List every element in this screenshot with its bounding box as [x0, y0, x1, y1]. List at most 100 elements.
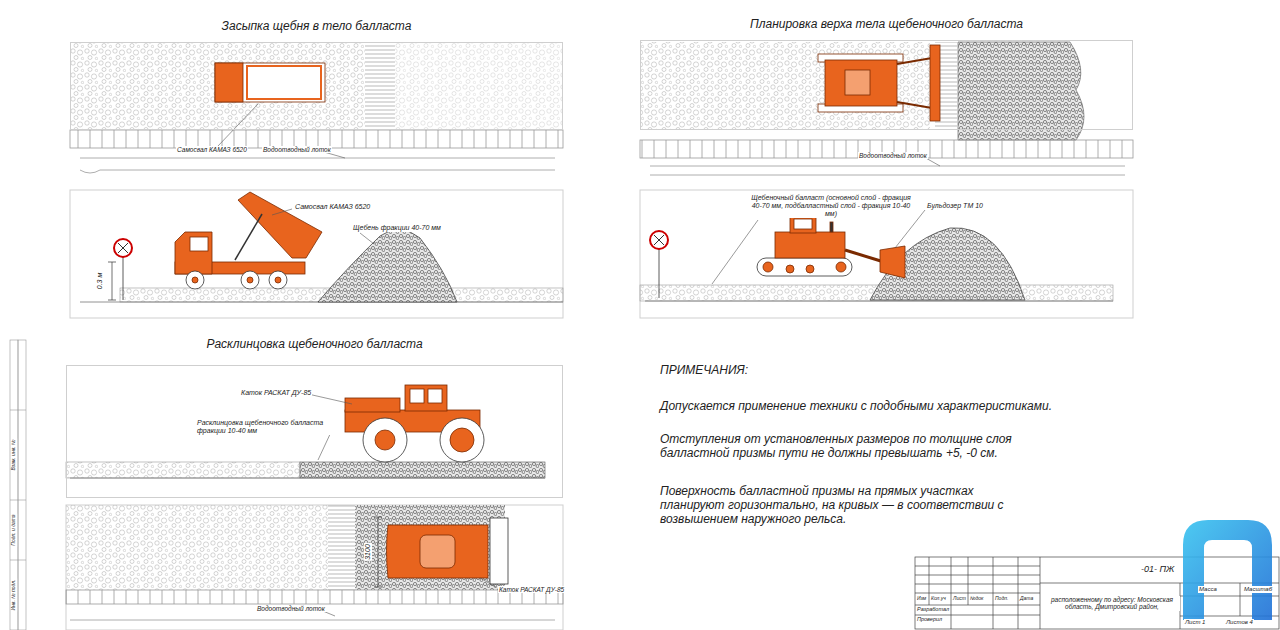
dump-truck-side	[247, 277, 253, 283]
dimension-line	[374, 587, 382, 588]
dump-truck-plan	[247, 66, 321, 99]
view-frame: Засыпка щебня в тело балласта	[70, 42, 563, 130]
ballast-plan	[66, 590, 563, 604]
stop-sign	[118, 243, 128, 253]
ballast-plan	[66, 505, 328, 590]
title-block	[993, 557, 994, 629]
margin-stamp	[10, 560, 26, 561]
note-text: Допускается применение техники с подобны…	[660, 400, 1080, 414]
title-block	[1240, 583, 1241, 616]
bulldozer-side	[845, 250, 884, 262]
bulldozer-plan	[930, 45, 940, 121]
stop-sign	[114, 239, 132, 300]
table-cell: Дата	[1019, 596, 1034, 602]
dump-truck-plan	[215, 63, 325, 102]
gravel-pile	[870, 228, 1025, 300]
callout-label: Бульдозер ТМ 10	[926, 202, 984, 210]
gravel-pile	[318, 229, 457, 302]
margin-stamp	[10, 410, 26, 411]
bulldozer-side	[836, 262, 846, 272]
dimension-label: 3100	[364, 543, 372, 561]
roller-side	[450, 428, 474, 452]
ballast-plan	[395, 42, 563, 130]
dump-truck-side	[269, 271, 287, 289]
panel-frames	[66, 190, 1133, 630]
ballast-plan	[355, 505, 505, 590]
bulldozer-side	[830, 222, 833, 232]
bulldozer-side	[757, 258, 852, 276]
bulldozer-side	[757, 216, 905, 278]
title-block	[915, 566, 1040, 567]
ballast-elevation	[66, 462, 545, 478]
roller-plan	[387, 518, 509, 584]
roller-side	[405, 385, 447, 411]
callout-label: Водоотводный лоток	[256, 605, 326, 612]
dimension-line	[108, 300, 116, 301]
callout-label: Каток РАСКАТ ДУ-85	[498, 586, 565, 593]
stop-sign	[650, 231, 668, 298]
table-cell: Масса	[1198, 586, 1218, 593]
note-text: Поверхность балластной призмы на прямых …	[660, 485, 1010, 526]
callout-label: Щебеночный балласт (основной слой - фрак…	[745, 194, 917, 218]
stop-sign	[114, 239, 132, 257]
panel-frames	[640, 190, 1133, 318]
bulldozer-side	[775, 232, 845, 258]
note-text: Отступления от установленных размеров по…	[660, 433, 1080, 461]
bulldozer-side	[790, 216, 816, 233]
table-cell: №док	[969, 596, 984, 602]
table-cell: Подп.	[994, 596, 1009, 602]
leader-lines	[712, 220, 758, 284]
margin-stamp	[10, 500, 26, 501]
address-text: расположенному по адресу: Московская обл…	[1044, 596, 1180, 611]
title-block	[915, 584, 1040, 585]
bulldozer-side	[880, 246, 905, 278]
roller-side	[410, 389, 424, 403]
table-cell: Разработал	[916, 606, 950, 612]
ballast-elevation	[300, 462, 545, 478]
ballast-plan	[650, 166, 1125, 175]
stamp-label: Инв. № подл.	[11, 578, 17, 611]
dimension-line	[112, 262, 113, 300]
roller-side	[375, 430, 395, 450]
ballast-plan	[70, 42, 563, 173]
ballast-plan	[66, 505, 563, 620]
ballast-elevation	[645, 301, 1113, 302]
table-cell: Лист	[952, 596, 967, 602]
bulldozer-side	[794, 219, 812, 229]
table-cell: Кол.уч	[930, 596, 947, 602]
dimension-line	[378, 517, 379, 587]
ballast-plan	[958, 42, 1084, 140]
roller-side	[440, 418, 484, 462]
dump-truck-side	[238, 192, 322, 258]
ballast-plan	[80, 158, 555, 173]
title-block	[915, 557, 1279, 629]
bulldozer-plan	[818, 45, 940, 121]
panel-frames	[66, 505, 563, 630]
view-heading: Засыпка щебня в тело балласта	[71, 19, 562, 33]
stop-sign	[659, 249, 660, 298]
dimension-line	[108, 262, 116, 263]
title-block	[915, 557, 1279, 629]
stop-sign	[650, 231, 668, 249]
notes-heading: ПРИМЕЧАНИЯ:	[660, 364, 748, 378]
bulldozer-plan	[845, 70, 870, 95]
dump-truck-side	[275, 277, 281, 283]
callout-label: Водоотводный лоток	[858, 152, 928, 159]
stamp-label: Взам. инв. №	[11, 439, 17, 472]
callout-label: Расклинцовка щебеночного балласта фракци…	[196, 419, 334, 435]
stop-sign	[123, 257, 124, 300]
title-block	[1040, 583, 1279, 584]
leader-lines	[712, 210, 925, 284]
bulldozer-side	[763, 262, 773, 272]
ballast-plan	[328, 505, 355, 590]
dump-truck-side	[190, 237, 208, 251]
view-frame: Планировка верха тела щебеночного баллас…	[640, 40, 1133, 130]
callout-label: Самосвал КАМАЗ 6520	[176, 146, 248, 153]
roller-plan	[420, 535, 455, 568]
dump-truck-side	[175, 232, 212, 274]
document-code: -01- ПЖ	[1140, 564, 1175, 574]
dimension-line	[374, 517, 382, 587]
roller-side	[363, 418, 407, 462]
ballast-elevation	[66, 462, 300, 478]
